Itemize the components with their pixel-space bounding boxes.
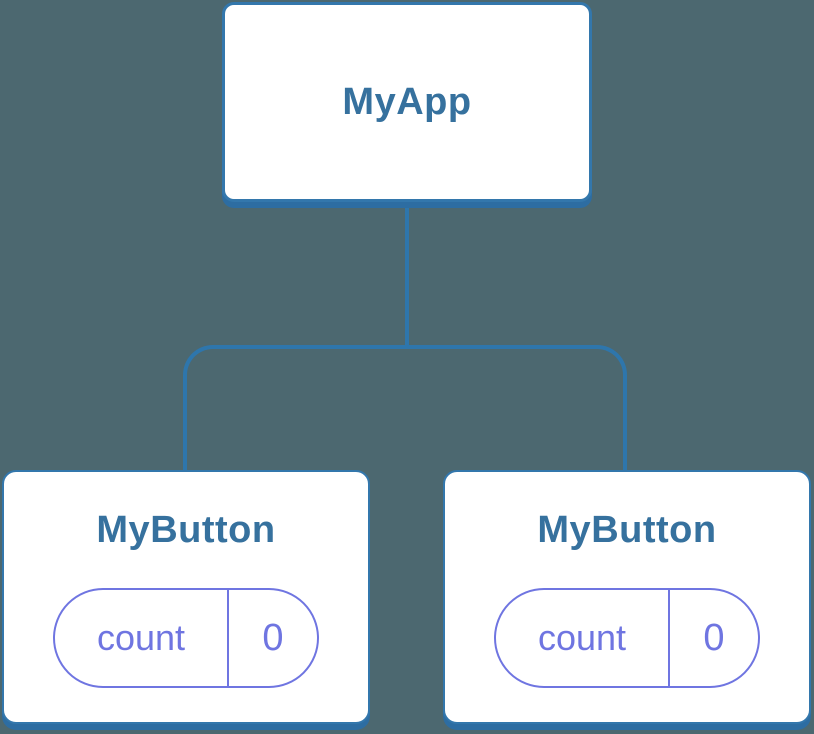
tree-node-mybutton-2: MyButton count 0 [443, 470, 811, 724]
state-pill: count 0 [53, 588, 319, 688]
state-key-label: count [537, 617, 627, 658]
state-pill: count 0 [494, 588, 760, 688]
state-key-label: count [96, 617, 186, 658]
node-label: MyApp [342, 81, 472, 123]
node-label: MyButton [96, 509, 276, 551]
tree-node-mybutton-1: MyButton count 0 [2, 470, 370, 724]
node-label: MyButton [537, 509, 717, 551]
children-connector-line [183, 345, 627, 471]
state-value: 0 [227, 590, 317, 686]
state-value: 0 [668, 590, 758, 686]
tree-node-myapp: MyApp [222, 2, 592, 202]
root-connector-line [405, 200, 409, 347]
